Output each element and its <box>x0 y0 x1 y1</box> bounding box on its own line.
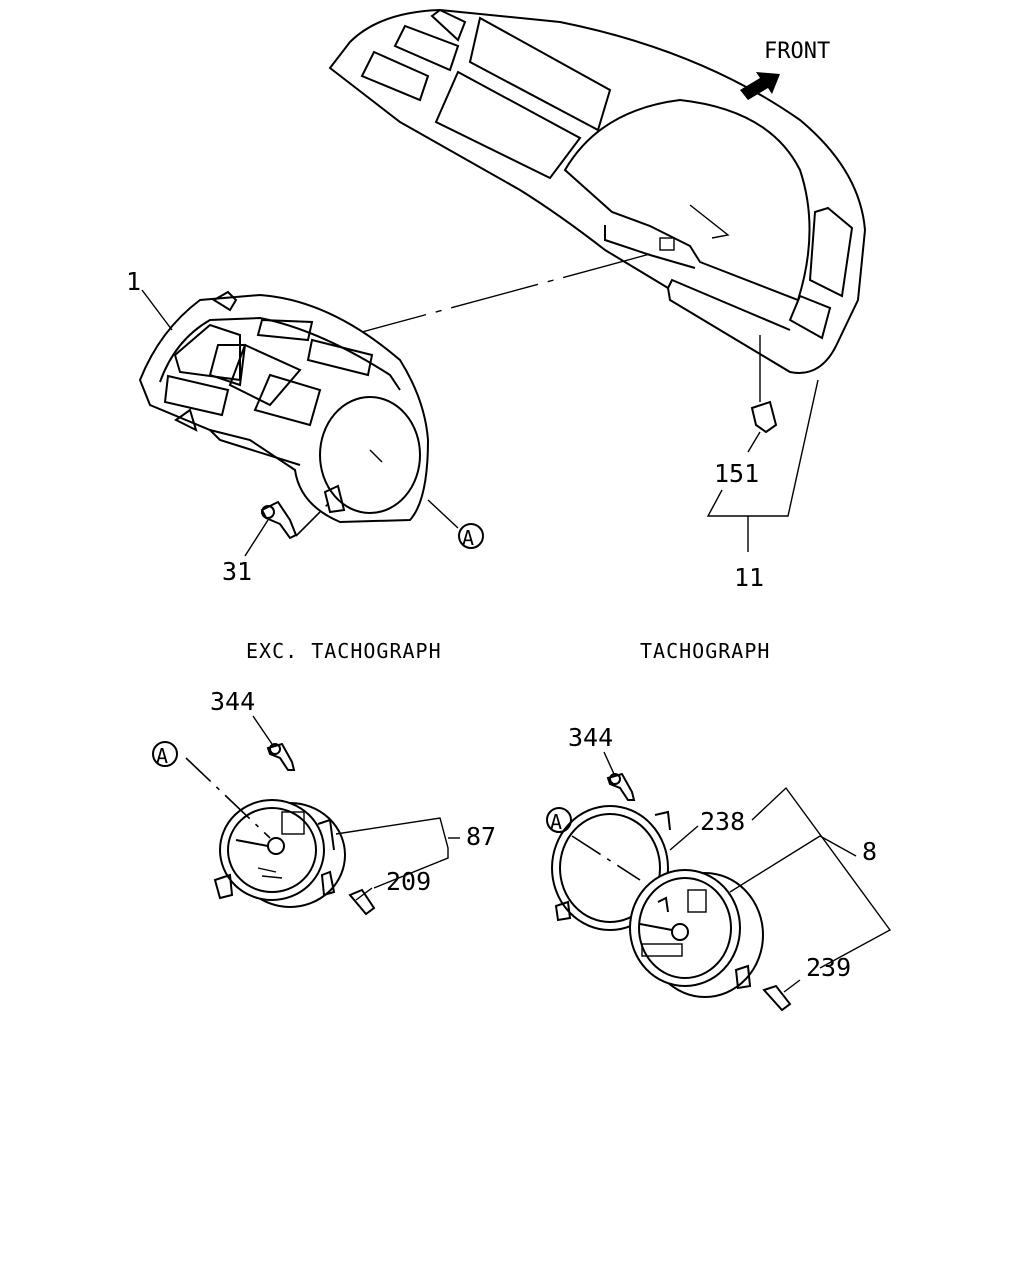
leader-344-left <box>252 715 273 745</box>
part-number-tacho-bezel: 238 <box>700 807 745 836</box>
speedo-axis-dash <box>185 757 271 839</box>
bracket-8 <box>751 786 892 969</box>
ref-marker-left: A <box>156 744 168 768</box>
leader-8 <box>819 835 857 857</box>
part-number-clip: 151 <box>714 459 759 488</box>
bracket-87 <box>335 817 449 889</box>
tacho-bulb <box>762 984 792 1012</box>
leader-151 <box>747 431 761 453</box>
ref-marker-circle-left <box>152 741 178 767</box>
part-number-tacho-bulb: 239 <box>806 953 851 982</box>
cluster-screw <box>260 500 298 540</box>
caption-tachograph: TACHOGRAPH <box>640 639 770 663</box>
tacho-screw <box>606 772 636 801</box>
tacho-axis-dash <box>571 835 641 881</box>
part-number-speedo-screw: 344 <box>210 687 255 716</box>
part-number-cluster-screw: 31 <box>222 557 252 586</box>
dashboard-panel <box>328 8 867 374</box>
part-number-dash-panel: 11 <box>734 563 764 592</box>
bracket-11 <box>706 379 819 517</box>
leader-8-inner <box>729 835 821 893</box>
part-number-cluster: 1 <box>126 267 141 296</box>
clip-part <box>750 335 778 434</box>
leader-31 <box>244 519 269 557</box>
part-number-tachograph-meter: 8 <box>862 837 877 866</box>
leader-238 <box>669 825 699 851</box>
speedo-bulb <box>348 888 376 916</box>
caption-exc-tachograph: EXC. TACHOGRAPH <box>246 639 442 663</box>
leader-A-top <box>427 499 459 529</box>
leader-209 <box>355 887 373 901</box>
ref-marker-circle-right <box>546 807 572 833</box>
tachograph-assembly <box>551 805 764 998</box>
screw-leader-dash <box>295 501 331 537</box>
leader-239 <box>783 979 801 993</box>
leader-344-right <box>603 751 615 775</box>
part-number-tacho-screw: 344 <box>568 723 613 752</box>
ref-marker-right: A <box>550 810 562 834</box>
speedometer-assembly <box>213 799 346 908</box>
leader-1 <box>141 289 173 331</box>
part-number-speedo-bulb: 209 <box>386 867 431 896</box>
instrument-cluster <box>138 290 430 524</box>
front-label: FRONT <box>764 39 830 64</box>
speedo-screw <box>266 742 296 771</box>
part-number-speedometer: 87 <box>466 822 496 851</box>
front-arrow-icon <box>740 72 780 100</box>
ref-marker-top: A <box>462 526 474 550</box>
ref-marker-circle-top <box>458 523 484 549</box>
